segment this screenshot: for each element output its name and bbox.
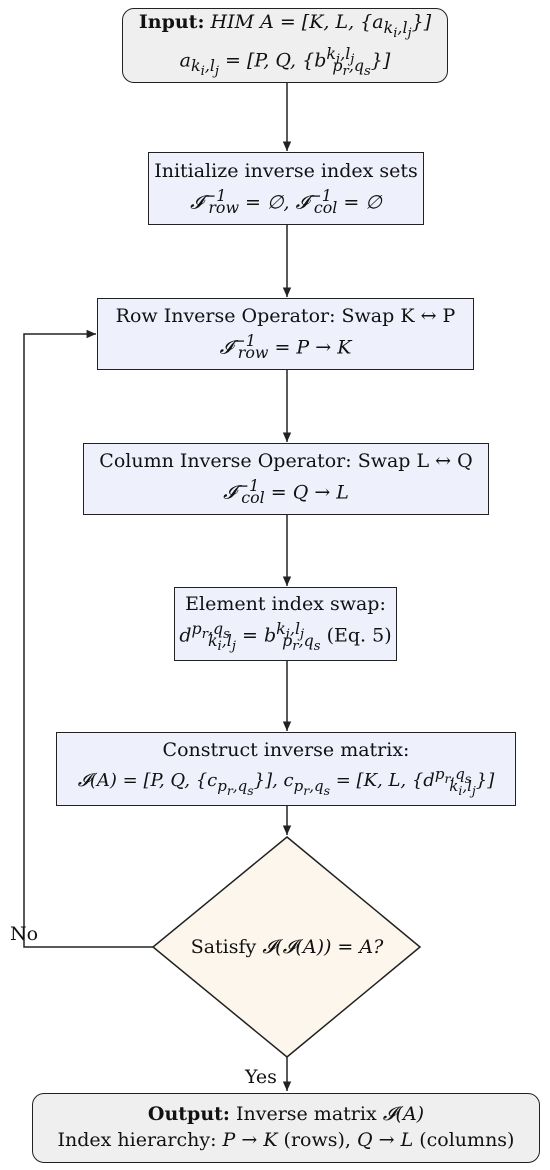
input-formula-2: aki,lj = [P, Q, {bki,ljpr,qs}] xyxy=(179,43,391,80)
yes-label: Yes xyxy=(245,1066,277,1088)
col-line-1: Column Inverse Operator: Swap L ↔ Q xyxy=(99,450,473,473)
elem-formula: dpr,qski,lj = bki,ljpr,qs (Eq. 5) xyxy=(179,618,392,655)
input-formula-1: HIM A = [K, L, {aki,lj}] xyxy=(210,11,432,42)
row-formula: 𝓘−1row = P → K xyxy=(219,331,352,363)
construct-box: Construct inverse matrix: 𝓘(A) = [P, Q, … xyxy=(56,732,516,806)
input-box: Input: HIM A = [K, L, {aki,lj}] aki,lj =… xyxy=(122,8,448,83)
element-swap-box: Element index swap: dpr,qski,lj = bki,lj… xyxy=(174,587,397,661)
row-inverse-box: Row Inverse Operator: Swap K ↔ P 𝓘−1row … xyxy=(97,298,474,370)
output-line-2: Index hierarchy: P → K (rows), Q → L (co… xyxy=(57,1129,515,1151)
input-line-1: Input: HIM A = [K, L, {aki,lj}] xyxy=(139,10,431,43)
decision-text: Satisfy 𝓘(𝓘(A)) = A? xyxy=(190,936,384,958)
input-title: Input: xyxy=(138,11,205,34)
init-formula: 𝓘−1row = ∅, 𝓘−1col = ∅ xyxy=(190,185,382,217)
elem-line-1: Element index swap: xyxy=(185,593,386,616)
no-label: No xyxy=(10,923,39,945)
init-line-1: Initialize inverse index sets xyxy=(154,159,418,182)
arrow-no-loop xyxy=(23,329,153,948)
init-box: Initialize inverse index sets 𝓘−1row = ∅… xyxy=(148,152,424,225)
construct-formula: 𝓘(A) = [P, Q, {cpr,qs}], cpr,qs = [K, L,… xyxy=(77,765,495,798)
output-line-1-rest: Inverse matrix 𝓘(A) xyxy=(235,1103,425,1126)
output-line-1: Output: Inverse matrix 𝓘(A) xyxy=(148,1102,424,1128)
row-line-1: Row Inverse Operator: Swap K ↔ P xyxy=(115,305,456,328)
col-formula: 𝓘−1col = Q → L xyxy=(223,476,349,508)
output-title: Output: xyxy=(147,1103,230,1126)
output-box: Output: Inverse matrix 𝓘(A) Index hierar… xyxy=(32,1093,540,1163)
construct-line-1: Construct inverse matrix: xyxy=(162,739,410,762)
col-inverse-box: Column Inverse Operator: Swap L ↔ Q 𝓘−1c… xyxy=(83,443,489,515)
